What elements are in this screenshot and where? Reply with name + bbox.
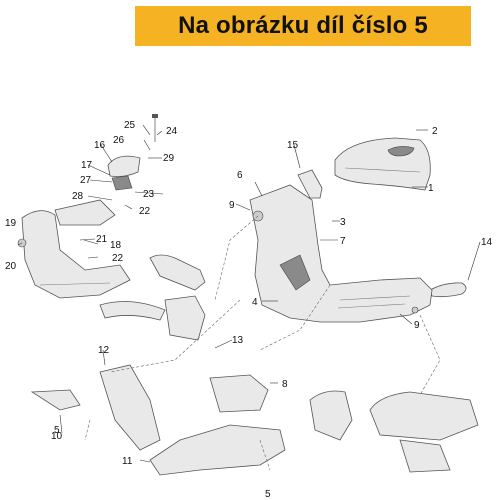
callout-6: 6 [237,170,243,181]
page-title: Na obrázku díl číslo 5 [178,12,428,39]
title-banner: Na obrázku díl číslo 5 [135,6,471,46]
part-small-cover-14 [429,282,467,298]
part-small-cover-15 [297,169,323,199]
callout-4: 4 [252,297,258,308]
part-bracket-27 [111,175,133,191]
callout-20: 20 [5,261,17,272]
callout-26: 26 [113,135,125,146]
callout-labels: 1 2 3 4 5 5 6 7 8 9 9 10 11 12 13 14 15 … [5,120,493,500]
callout-27: 27 [80,175,92,186]
callout-17: 17 [81,160,93,171]
callout-19: 19 [5,218,17,229]
callout-18: 18 [110,240,122,251]
part-lower-assembly [30,364,286,476]
callout-16: 16 [94,140,106,151]
callout-23: 23 [143,189,155,200]
callout-5-left: 5 [54,425,60,436]
callout-9-bottom: 9 [414,320,420,331]
callout-8: 8 [282,379,288,390]
callout-29: 29 [163,153,175,164]
callout-11: 11 [122,456,133,467]
callout-12: 12 [98,345,110,356]
dashed-guide-lines [84,215,441,471]
callout-15: 15 [287,140,299,151]
callout-13: 13 [232,335,244,346]
callout-3: 3 [340,217,346,228]
callout-5-bottom: 5 [265,489,271,500]
part-main-handlebar-body [249,184,433,323]
callout-28: 28 [72,191,84,202]
callout-leaders [17,124,481,463]
part-screw-24-head [152,114,158,118]
callout-21: 21 [96,234,108,245]
part-cap-16 [107,155,141,177]
part-top-cover [334,137,431,191]
part-left-grip [99,254,206,341]
callout-9-top: 9 [229,200,235,211]
callout-10: 10 [51,431,63,442]
callout-1: 1 [428,183,434,194]
part-right-grip [309,390,479,473]
callout-22-bottom: 22 [112,253,124,264]
part-left-housing [17,199,131,299]
callout-22-top: 22 [139,206,151,217]
callout-7: 7 [340,236,346,247]
callout-25: 25 [124,120,136,131]
callout-24: 24 [166,126,178,137]
callout-14: 14 [481,237,493,248]
callout-2: 2 [432,126,438,137]
